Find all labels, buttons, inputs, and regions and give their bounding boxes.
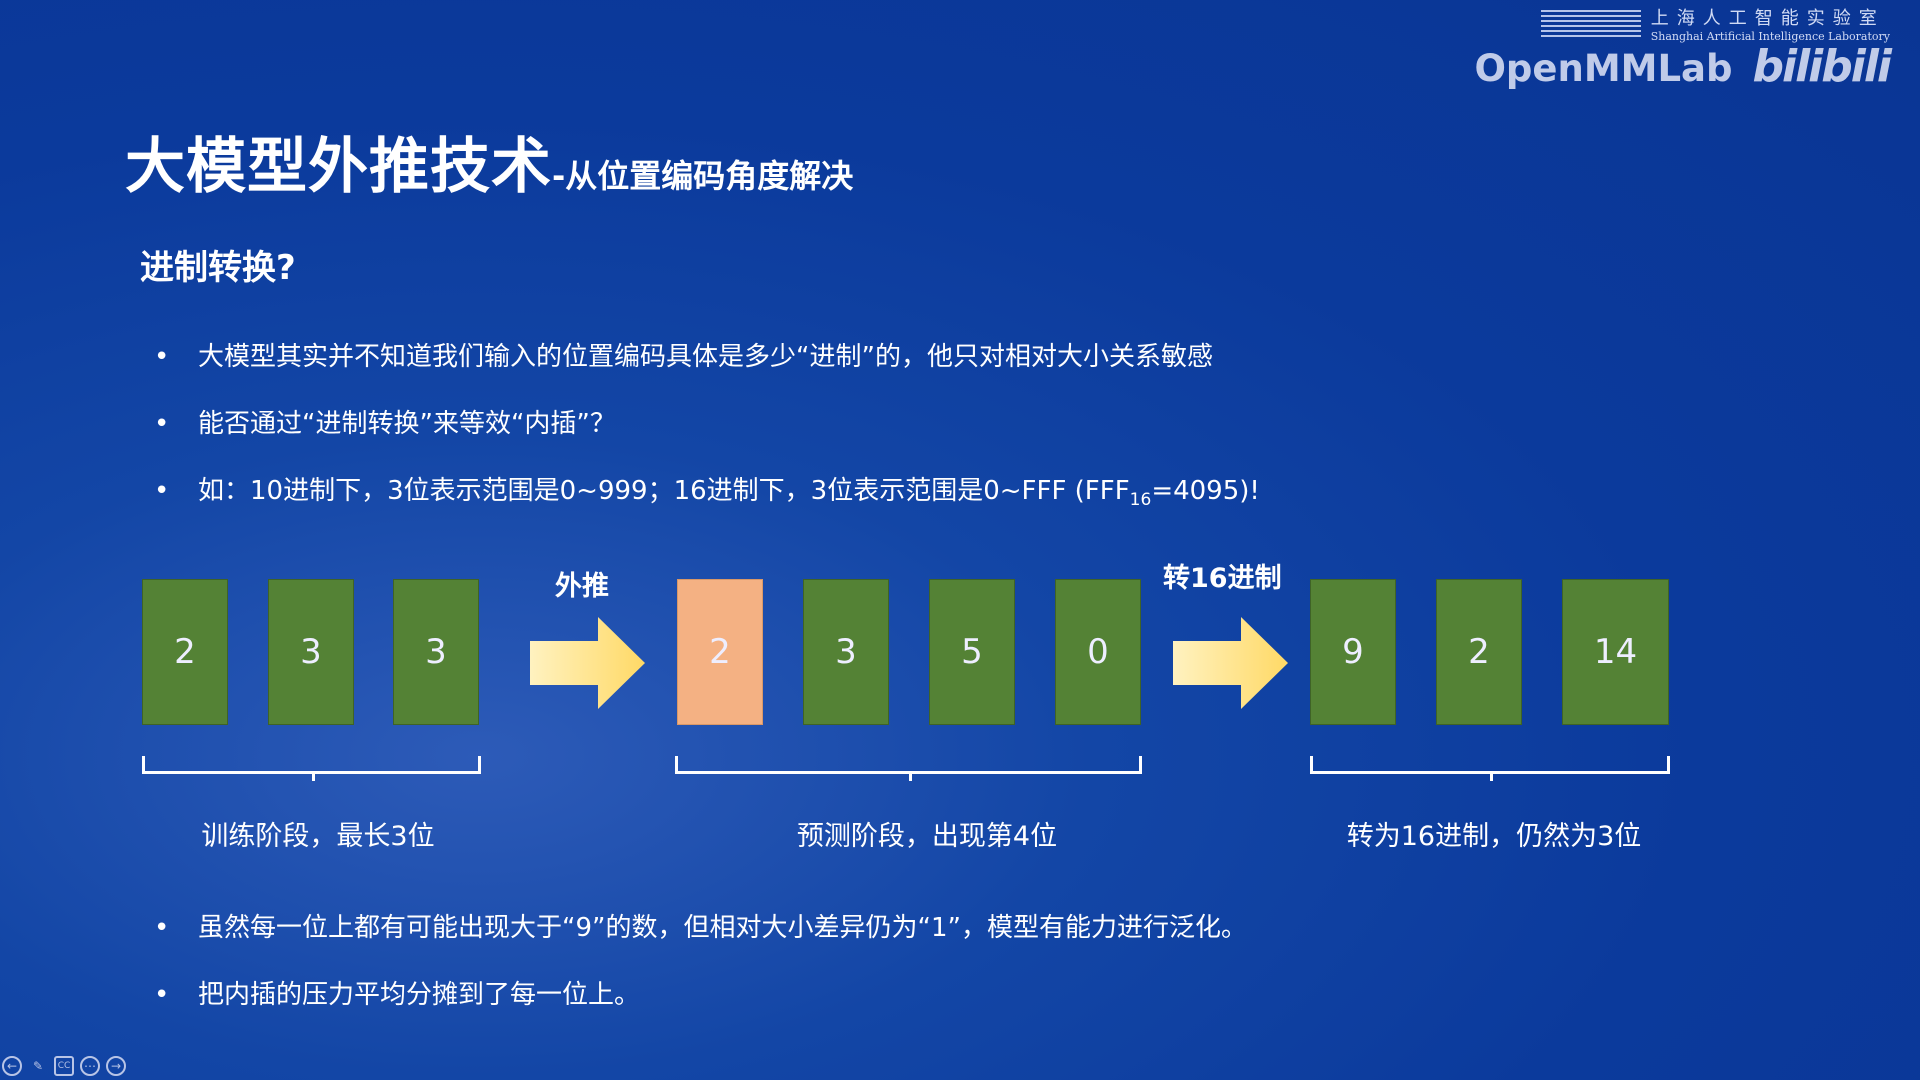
group-brace bbox=[675, 756, 1142, 781]
bullet-5: •把内插的压力平均分摊到了每一位上。 bbox=[154, 980, 641, 1010]
forward-icon[interactable]: → bbox=[106, 1056, 126, 1076]
group-label: 训练阶段，最长3位 bbox=[201, 821, 435, 852]
bullet-2: •能否通过“进制转换”来等效“内插”？ bbox=[154, 409, 616, 439]
slideshow-controls: ← ✎ CC ⋯ → bbox=[2, 1056, 126, 1076]
platform-watermark: bilibili bbox=[1752, 40, 1892, 92]
section-heading: 进制转换? bbox=[140, 248, 296, 288]
arrow-label: 外推 bbox=[555, 571, 609, 602]
digit-box: 14 bbox=[1562, 579, 1669, 725]
group-brace bbox=[142, 756, 481, 781]
lab-logo: 上海人工智能实验室 Shanghai Artificial Intelligen… bbox=[1540, 8, 1890, 43]
digit-box: 3 bbox=[268, 579, 354, 725]
slide-title: 大模型外推技术-从位置编码角度解决 bbox=[125, 132, 854, 202]
bullet-4: •虽然每一位上都有可能出现大于“9”的数，但相对大小差异仍为“1”，模型有能力进… bbox=[154, 913, 1247, 943]
group-label: 转为16进制，仍然为3位 bbox=[1346, 821, 1642, 852]
bullet-1: •大模型其实并不知道我们输入的位置编码具体是多少“进制”的，他只对相对大小关系敏… bbox=[154, 342, 1213, 372]
lab-name-cn: 上海人工智能实验室 bbox=[1650, 8, 1885, 29]
digit-box: 2 bbox=[1436, 579, 1522, 725]
digit-box: 0 bbox=[1055, 579, 1141, 725]
logo: 上海人工智能实验室 Shanghai Artificial Intelligen… bbox=[1474, 8, 1892, 92]
digit-box: 3 bbox=[803, 579, 889, 725]
group-brace bbox=[1310, 756, 1670, 781]
arrow-right-icon bbox=[1173, 617, 1288, 709]
bullet-3: •如：10进制下，3位表示范围是0~999；16进制下，3位表示范围是0~FFF… bbox=[154, 476, 1260, 511]
digit-box: 9 bbox=[1310, 579, 1396, 725]
arrow-label: 转16进制 bbox=[1163, 563, 1282, 594]
digit-box: 3 bbox=[393, 579, 479, 725]
pen-icon[interactable]: ✎ bbox=[32, 1059, 44, 1073]
arrow-right-icon bbox=[530, 617, 645, 709]
digit-box: 2 bbox=[142, 579, 228, 725]
digit-box: 5 bbox=[929, 579, 1015, 725]
cc-icon[interactable]: CC bbox=[54, 1056, 74, 1076]
digit-box-new: 2 bbox=[677, 579, 763, 725]
group-label: 预测阶段，出现第4位 bbox=[796, 821, 1058, 852]
more-icon[interactable]: ⋯ bbox=[80, 1056, 100, 1076]
brand-logo: OpenMMLab bbox=[1474, 46, 1733, 90]
lab-name-en: Shanghai Artificial Intelligence Laborat… bbox=[1650, 29, 1890, 43]
lab-emblem-icon bbox=[1540, 10, 1641, 41]
back-icon[interactable]: ← bbox=[2, 1056, 22, 1076]
